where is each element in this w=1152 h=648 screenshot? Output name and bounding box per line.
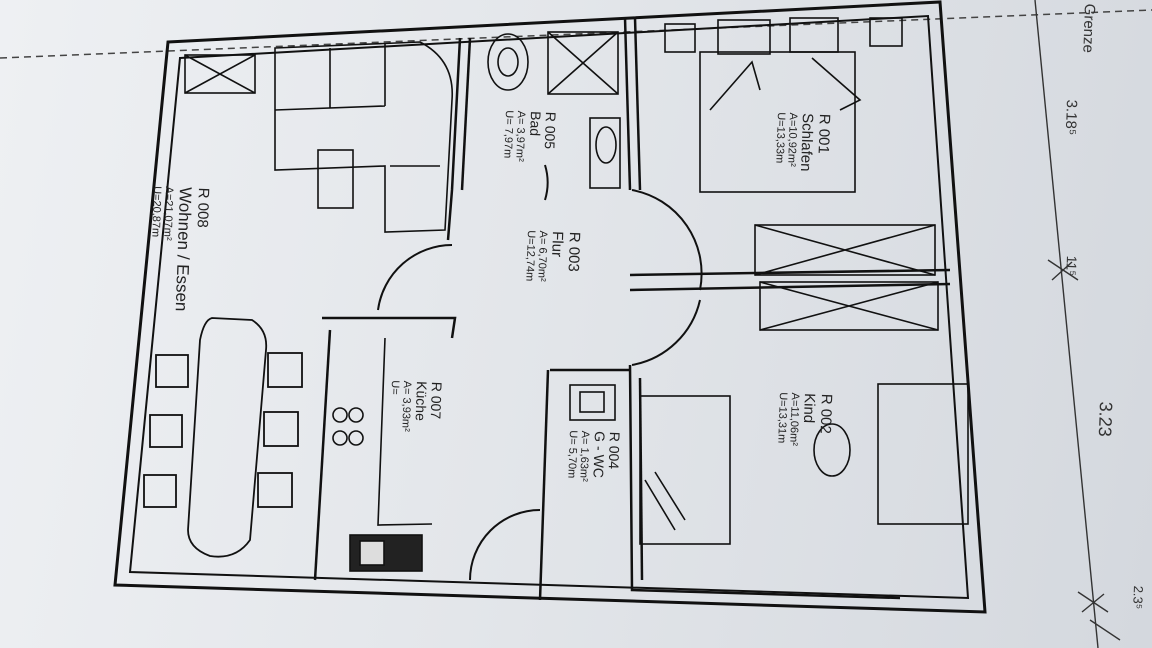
room-label-bad: R 005 Bad A= 3,97m² U= 7,97m	[501, 110, 559, 163]
room-label-kueche: R 007 Küche A= 3,93m² U=	[387, 380, 445, 433]
dimension-label-3: 3.23	[1094, 401, 1116, 438]
room-label-kind: R 002 Kind A=11,06m² U=13,31m	[775, 392, 835, 447]
room-perimeter: U= 5,70m	[565, 430, 580, 479]
room-name: Schlafen	[797, 112, 817, 172]
room-area: A=10,92m²	[785, 112, 800, 167]
room-label-wohnen: R 008 Wohnen / Essen A=21,07m² U=20,87m	[146, 186, 212, 313]
kitchen-fixtures	[332, 337, 433, 572]
room-area: A= 3,97m²	[513, 110, 528, 162]
bed	[664, 17, 903, 193]
outer-walls	[113, 0, 987, 614]
boundary-dash-top	[0, 9, 1152, 59]
room-id: R 005	[541, 111, 559, 150]
bath-fixtures	[487, 31, 621, 189]
room-name: Flur	[548, 230, 567, 258]
room-label-schlafen: R 001 Schlafen A=10,92m² U=13,33m	[773, 112, 833, 172]
boundary-label: Grenze	[1079, 3, 1098, 54]
room-label-gwc: R 004 G - WC A= 1,63m² U= 5,70m	[565, 430, 623, 483]
room-label-flur: R 003 Flur A= 6,70m² U=12,74m	[523, 230, 583, 283]
room-id: R 007	[427, 381, 445, 420]
room-perimeter: U=13,31m	[775, 392, 789, 444]
wc-fixtures	[569, 384, 616, 421]
room-area: A= 1,63m²	[577, 430, 592, 482]
room-id: R 003	[564, 231, 583, 273]
room-perimeter: U= 7,97m	[501, 110, 516, 159]
interior-walls	[313, 17, 951, 601]
dimension-tick-3	[1089, 619, 1121, 641]
room-name: Kind	[800, 392, 819, 424]
room-area: A= 3,93m²	[399, 380, 414, 432]
kid-room-furniture	[639, 383, 969, 545]
dimension-label-1: 3.18⁵	[1061, 99, 1080, 136]
room-name: G - WC	[589, 430, 608, 479]
dimension-tick-2	[1077, 591, 1109, 613]
room-id: R 004	[605, 431, 623, 470]
room-name: Küche	[412, 380, 430, 422]
kitchen-unit	[184, 54, 256, 94]
dimension-label-2: 11⁵	[1063, 255, 1080, 277]
room-area: A= 6,70m²	[535, 230, 550, 282]
sofa	[274, 41, 453, 233]
dimension-line	[1034, 0, 1099, 648]
room-area: A=11,06m²	[787, 392, 802, 447]
room-perimeter: U=13,33m	[773, 112, 787, 164]
room-name: Bad	[526, 110, 544, 137]
room-perimeter: U=12,74m	[523, 230, 537, 282]
door-arcs	[377, 164, 703, 581]
room-id: R 002	[816, 393, 835, 435]
dimension-label-4: 2.3⁵	[1130, 585, 1146, 610]
room-id: R 001	[814, 113, 833, 155]
wardrobe	[754, 224, 939, 331]
dimension-tick-1	[1047, 259, 1079, 281]
dining-table	[143, 317, 303, 558]
